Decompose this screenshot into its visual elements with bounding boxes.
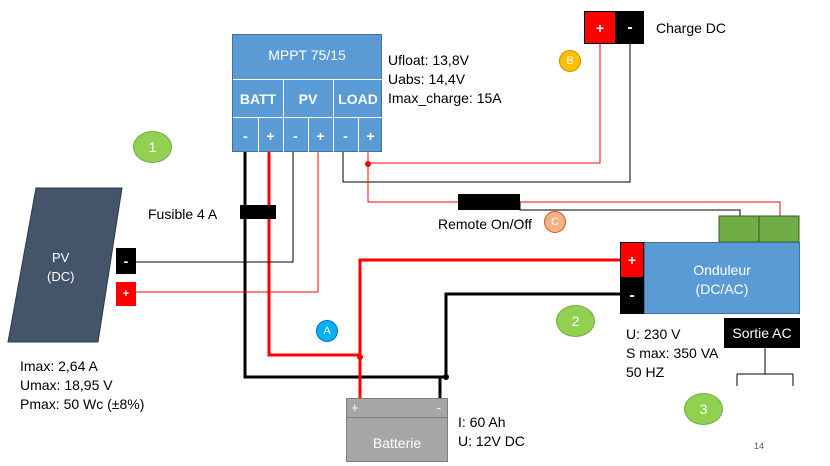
mppt-spec-uabs: Uabs: 14,4V — [388, 71, 466, 87]
mppt-controller: MPPT 75/15 BATT PV LOAD - + - + - + — [232, 34, 383, 154]
page-number: 14 — [754, 441, 765, 451]
battery-spec-capacity: I: 60 Ah — [458, 414, 506, 430]
pv-panel-label: PV — [52, 250, 70, 265]
remote-terminal-2 — [758, 215, 800, 243]
pv-spec-pmax: Pmax: 50 Wc (±8%) — [20, 396, 145, 412]
inverter-positive-wire — [358, 258, 620, 398]
ac-output-box: Sortie AC — [724, 318, 800, 348]
battery: + - Batterie — [346, 398, 448, 462]
inverter-label: Onduleur — [693, 262, 751, 278]
mppt-pin-load-plus: + — [358, 117, 383, 154]
battery-negative-wire — [243, 152, 446, 379]
mppt-pin-load-minus: - — [333, 117, 358, 154]
load-negative-wire — [342, 44, 631, 183]
junction-negative — [443, 374, 449, 380]
load-positive-wire — [367, 44, 601, 164]
inverter-sublabel: (DC/AC) — [695, 281, 749, 297]
inverter-spec-voltage: U: 230 V — [626, 326, 681, 342]
remote-wire-red — [367, 164, 781, 216]
mppt-port-batt: BATT — [233, 79, 283, 118]
pv-panel-shape — [7, 187, 123, 343]
mppt-port-pv: PV — [283, 79, 333, 118]
pv-spec-imax: Imax: 2,64 A — [20, 358, 98, 374]
mppt-port-load: LOAD — [333, 79, 383, 118]
fuse-label: Fusible 4 A — [148, 206, 218, 222]
mppt-spec-ufloat: Ufloat: 13,8V — [388, 52, 469, 68]
pv-panel-sublabel: (DC) — [47, 269, 75, 284]
mppt-title: MPPT 75/15 — [268, 47, 346, 63]
mppt-divider-1 — [283, 79, 284, 153]
remote-switch — [458, 194, 520, 210]
pv-positive-wire — [136, 152, 319, 293]
inverter-spec-frequency: 50 HZ — [626, 364, 665, 380]
pv-minus-terminal: - — [116, 248, 136, 274]
mppt-pin-pv-minus: - — [283, 117, 308, 154]
battery-positive-wire — [267, 152, 360, 357]
battery-minus-label: - — [436, 400, 441, 415]
mppt-pin-batt-plus: + — [258, 117, 283, 154]
inverter-spec-power: S max: 350 VA — [626, 345, 719, 361]
battery-label: Batterie — [372, 435, 422, 451]
marker-a: A — [316, 320, 338, 342]
inverter: Onduleur (DC/AC) — [644, 242, 800, 314]
mppt-spec-imax: Imax_charge: 15A — [388, 90, 502, 106]
marker-3: 3 — [684, 393, 723, 425]
charge-dc-plus-terminal: + — [584, 11, 616, 44]
marker-1: 1 — [133, 131, 172, 163]
junction-positive — [357, 354, 363, 360]
remote-terminal-1 — [718, 215, 760, 243]
marker-2: 2 — [556, 305, 595, 337]
mppt-pin-divider-3 — [358, 117, 359, 153]
mppt-pin-pv-plus: + — [308, 117, 333, 154]
marker-c: C — [544, 211, 566, 233]
battery-spec-voltage: U: 12V DC — [458, 433, 525, 449]
inverter-minus-terminal: - — [620, 278, 644, 314]
remote-label: Remote On/Off — [438, 216, 532, 232]
mppt-pin-divider-2 — [308, 117, 309, 153]
charge-dc-label: Charge DC — [656, 20, 727, 36]
marker-b: B — [559, 50, 581, 72]
fuse — [240, 205, 276, 219]
inverter-plus-terminal: + — [620, 242, 644, 278]
battery-top-line — [347, 417, 447, 418]
mppt-pin-batt-minus: - — [233, 117, 258, 154]
inverter-negative-wire — [444, 292, 620, 377]
mppt-divider-2 — [333, 79, 334, 153]
pv-plus-terminal: + — [116, 282, 136, 306]
pv-negative-wire — [136, 152, 294, 263]
charge-dc-minus-terminal: - — [616, 11, 644, 44]
mppt-pin-divider-1 — [258, 117, 259, 153]
pv-spec-umax: Umax: 18,95 V — [20, 377, 113, 393]
battery-plus-label: + — [351, 400, 359, 415]
